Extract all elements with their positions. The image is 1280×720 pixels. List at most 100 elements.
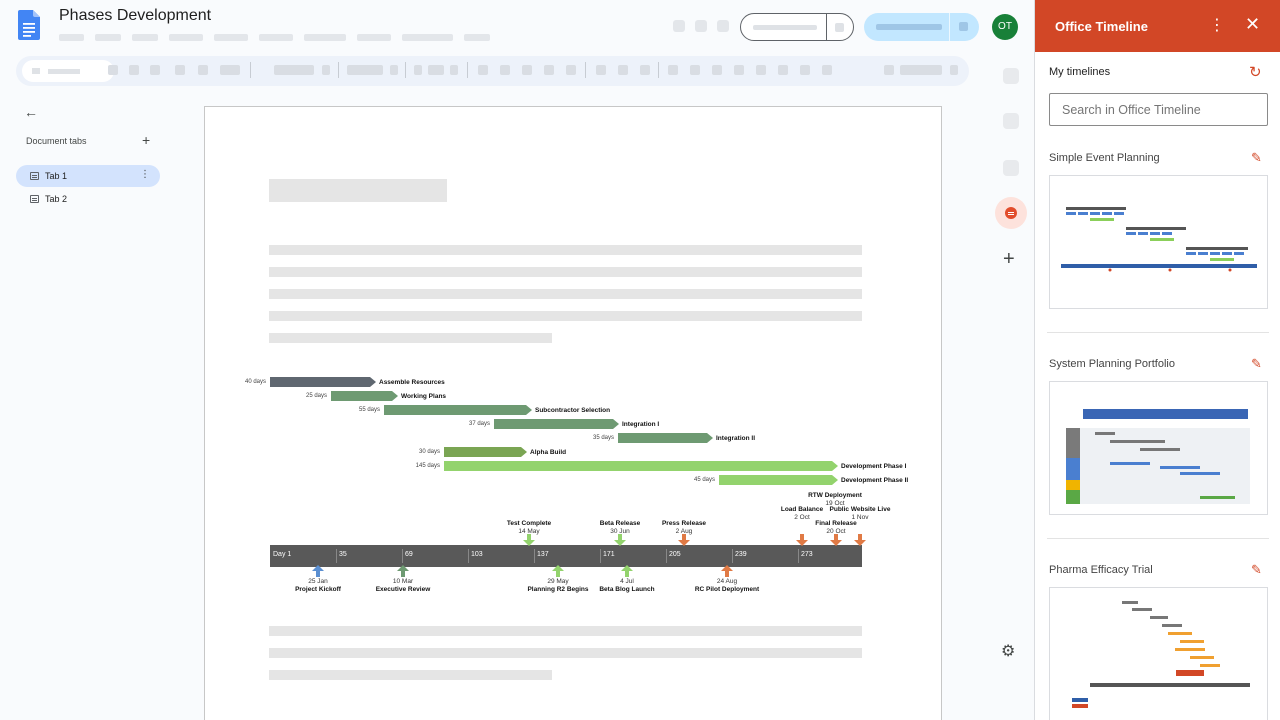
image-icon[interactable] — [640, 65, 650, 75]
redo-icon[interactable] — [129, 65, 139, 75]
task-bar[interactable] — [270, 377, 376, 387]
task-bar[interactable] — [719, 475, 838, 485]
link-icon[interactable] — [596, 65, 606, 75]
font-size-increase-icon[interactable] — [450, 65, 458, 75]
indent-decrease-icon[interactable] — [778, 65, 788, 75]
menu-item-edit[interactable] — [95, 34, 121, 41]
chevron-down-icon[interactable] — [835, 23, 844, 32]
font-chevron-icon[interactable] — [390, 65, 398, 75]
bold-icon[interactable] — [478, 65, 488, 75]
menu-item-tools[interactable] — [259, 34, 293, 41]
task-bar[interactable] — [444, 447, 527, 457]
tasks-icon[interactable] — [1003, 160, 1019, 176]
font-size-input[interactable] — [428, 65, 444, 75]
comments-icon[interactable] — [695, 20, 707, 32]
card-title[interactable]: Simple Event Planning — [1049, 152, 1160, 164]
tab-1[interactable]: Tab 1 ⋮ — [16, 165, 160, 187]
card-title[interactable]: System Planning Portfolio — [1049, 358, 1175, 370]
history-icon[interactable] — [673, 20, 685, 32]
timeline-thumbnail[interactable] — [1049, 587, 1268, 720]
editing-mode-select[interactable] — [900, 65, 942, 75]
milestone-arrow-down-icon[interactable] — [678, 534, 690, 546]
edit-pencil-icon[interactable]: ✎ — [1251, 356, 1262, 371]
undo-icon[interactable] — [108, 65, 118, 75]
checklist-icon[interactable] — [712, 65, 722, 75]
milestone-arrow-up-icon[interactable] — [721, 565, 733, 577]
share-button[interactable] — [864, 13, 979, 41]
numbered-list-icon[interactable] — [756, 65, 766, 75]
italic-icon[interactable] — [500, 65, 510, 75]
task-bar[interactable] — [494, 419, 619, 429]
style-chevron-icon[interactable] — [322, 65, 330, 75]
share-dropdown-icon[interactable] — [959, 22, 968, 31]
edit-pencil-icon[interactable]: ✎ — [1251, 150, 1262, 165]
zoom-select[interactable] — [220, 65, 240, 75]
search-input[interactable] — [1049, 93, 1268, 126]
add-tab-icon[interactable]: + — [142, 132, 151, 148]
align-icon[interactable] — [668, 65, 678, 75]
milestone-arrow-up-icon[interactable] — [621, 565, 633, 577]
more-options-icon[interactable]: ⋮ — [140, 169, 150, 180]
text-color-icon[interactable] — [544, 65, 554, 75]
bulleted-list-icon[interactable] — [734, 65, 744, 75]
text-placeholder — [269, 267, 862, 277]
milestone-arrow-up-icon[interactable] — [552, 565, 564, 577]
task-bar[interactable] — [384, 405, 532, 415]
milestone-arrow-down-icon[interactable] — [614, 534, 626, 546]
meet-icon[interactable] — [717, 20, 729, 32]
font-select[interactable] — [347, 65, 383, 75]
back-arrow-icon[interactable]: ← — [24, 104, 38, 120]
paint-format-icon[interactable] — [198, 65, 208, 75]
menu-item-last-edit[interactable] — [464, 34, 490, 41]
timeline-thumbnail[interactable] — [1049, 381, 1268, 515]
comment-icon[interactable] — [618, 65, 628, 75]
milestone-arrow-down-icon[interactable] — [523, 534, 535, 546]
editing-mode-icon[interactable] — [884, 65, 894, 75]
refresh-icon[interactable]: ↻ — [1249, 64, 1262, 81]
keep-icon[interactable] — [1003, 113, 1019, 129]
milestone-arrow-down-icon[interactable] — [854, 534, 866, 546]
edit-pencil-icon[interactable]: ✎ — [1251, 562, 1262, 577]
more-options-icon[interactable]: ⋮ — [1209, 17, 1225, 34]
clear-formatting-icon[interactable] — [822, 65, 832, 75]
close-icon[interactable]: ✕ — [1245, 14, 1261, 34]
card-title[interactable]: Pharma Efficacy Trial — [1049, 564, 1153, 576]
highlight-icon[interactable] — [566, 65, 576, 75]
menu-item-file[interactable] — [59, 34, 84, 41]
indent-increase-icon[interactable] — [800, 65, 810, 75]
task-bar[interactable] — [331, 391, 398, 401]
font-size-decrease-icon[interactable] — [414, 65, 422, 75]
menu-item-format[interactable] — [214, 34, 248, 41]
collapse-toolbar-icon[interactable] — [950, 65, 958, 75]
task-bar[interactable] — [444, 461, 838, 471]
office-timeline-addon-icon[interactable] — [995, 197, 1027, 229]
milestone-arrow-down-icon[interactable] — [830, 534, 842, 546]
milestone-arrow-up-icon[interactable] — [397, 565, 409, 577]
editing-mode-button[interactable] — [740, 13, 854, 41]
line-spacing-icon[interactable] — [690, 65, 700, 75]
style-select[interactable] — [274, 65, 314, 75]
document-page[interactable] — [204, 106, 942, 720]
document-title[interactable]: Phases Development — [59, 7, 212, 24]
avatar[interactable]: OT — [992, 14, 1018, 40]
menu-item-accessibility[interactable] — [402, 34, 453, 41]
menu-item-view[interactable] — [132, 34, 158, 41]
underline-icon[interactable] — [522, 65, 532, 75]
menu-item-help[interactable] — [357, 34, 391, 41]
calendar-icon[interactable] — [1003, 68, 1019, 84]
milestone-arrow-up-icon[interactable] — [312, 565, 324, 577]
add-addon-icon[interactable]: + — [1003, 248, 1015, 270]
spellcheck-icon[interactable] — [175, 65, 185, 75]
menu-item-extensions[interactable] — [304, 34, 346, 41]
gear-icon[interactable]: ⚙ — [1001, 643, 1016, 660]
task-bar[interactable] — [618, 433, 713, 443]
timeline-thumbnail[interactable] — [1049, 175, 1268, 309]
milestone-arrow-down-icon[interactable] — [796, 534, 808, 546]
print-icon[interactable] — [150, 65, 160, 75]
tab-2[interactable]: Tab 2 — [16, 188, 160, 210]
search-menus-input[interactable] — [22, 60, 114, 82]
menu-item-insert[interactable] — [169, 34, 203, 41]
docs-logo-icon[interactable] — [18, 10, 40, 40]
